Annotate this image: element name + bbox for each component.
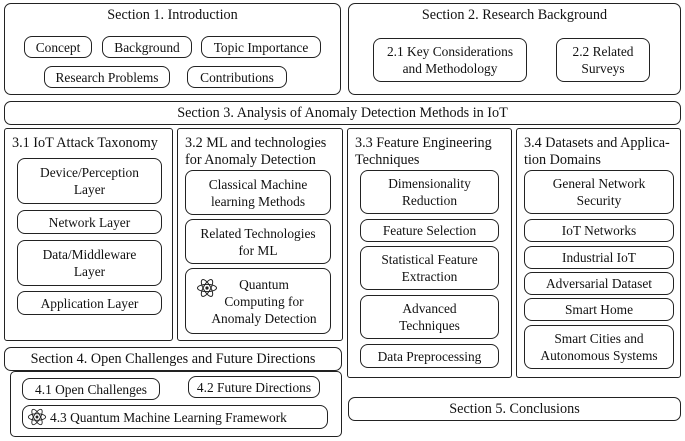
quantum-computing-label: Quantum Computing for Anomaly Detection bbox=[211, 276, 317, 326]
section-3-title: Section 3. Analysis of Anomaly Detection… bbox=[177, 105, 508, 121]
section-4-header: Section 4. Open Challenges and Future Di… bbox=[4, 347, 342, 371]
quantum-computing-node: Quantum Computing for Anomaly Detection bbox=[185, 268, 331, 334]
related-surveys-node: 2.2 Related Surveys bbox=[556, 38, 650, 82]
section-4-title: Section 4. Open Challenges and Future Di… bbox=[30, 351, 316, 367]
feature-selection-node: Feature Selection bbox=[360, 219, 499, 242]
quantum-ml-framework-label: 4.3 Quantum Machine Learning Framework bbox=[50, 409, 287, 425]
classical-ml-node: Classical Machine learning Methods bbox=[185, 170, 331, 215]
key-considerations-node: 2.1 Key Considerations and Methodology bbox=[373, 38, 527, 82]
quantum-ml-framework-node: 4.3 Quantum Machine Learning Framework bbox=[22, 405, 328, 429]
section-2-title: Section 2. Research Background bbox=[421, 7, 608, 23]
research-problems-node: Research Problems bbox=[44, 66, 170, 88]
section-3-3-title: 3.3 Feature Engineering Techniques bbox=[355, 135, 492, 168]
smart-cities-node: Smart Cities and Autonomous Systems bbox=[524, 325, 674, 369]
advanced-techniques-node: Advanced Techniques bbox=[360, 295, 499, 339]
atom-icon bbox=[197, 279, 217, 297]
industrial-iot-node: Industrial IoT bbox=[524, 246, 674, 269]
background-node: Background bbox=[102, 36, 192, 58]
section-3-1-title: 3.1 IoT Attack Taxonomy bbox=[12, 135, 158, 151]
section-1-title: Section 1. Introduction bbox=[107, 7, 238, 23]
topic-importance-node: Topic Importance bbox=[201, 36, 321, 58]
section-3-2-title: 3.2 ML and technologies for Anomaly Dete… bbox=[185, 135, 327, 168]
data-preprocessing-node: Data Preprocessing bbox=[360, 344, 499, 368]
network-layer-node: Network Layer bbox=[17, 210, 162, 234]
section-3-4-title: 3.4 Datasets and Applica- tion Domains bbox=[524, 135, 670, 168]
open-challenges-node: 4.1 Open Challenges bbox=[22, 378, 160, 400]
future-directions-node: 4.2 Future Directions bbox=[188, 376, 320, 398]
dimensionality-reduction-node: Dimensionality Reduction bbox=[360, 170, 499, 214]
contributions-node: Contributions bbox=[187, 66, 287, 88]
iot-networks-node: IoT Networks bbox=[524, 219, 674, 242]
general-network-security-node: General Network Security bbox=[524, 170, 674, 214]
related-technologies-node: Related Technologies for ML bbox=[185, 219, 331, 264]
concept-node: Concept bbox=[24, 36, 92, 58]
smart-home-node: Smart Home bbox=[524, 298, 674, 321]
adversarial-dataset-node: Adversarial Dataset bbox=[524, 272, 674, 295]
application-layer-node: Application Layer bbox=[17, 291, 162, 315]
data-middleware-layer-node: Data/Middleware Layer bbox=[17, 240, 162, 286]
section-5-title: Section 5. Conclusions bbox=[449, 401, 580, 417]
statistical-feature-extraction-node: Statistical Feature Extraction bbox=[360, 246, 499, 290]
atom-icon bbox=[27, 408, 47, 426]
device-perception-layer-node: Device/Perception Layer bbox=[17, 158, 162, 204]
section-5-box: Section 5. Conclusions bbox=[348, 397, 681, 421]
section-3-header: Section 3. Analysis of Anomaly Detection… bbox=[4, 101, 681, 125]
